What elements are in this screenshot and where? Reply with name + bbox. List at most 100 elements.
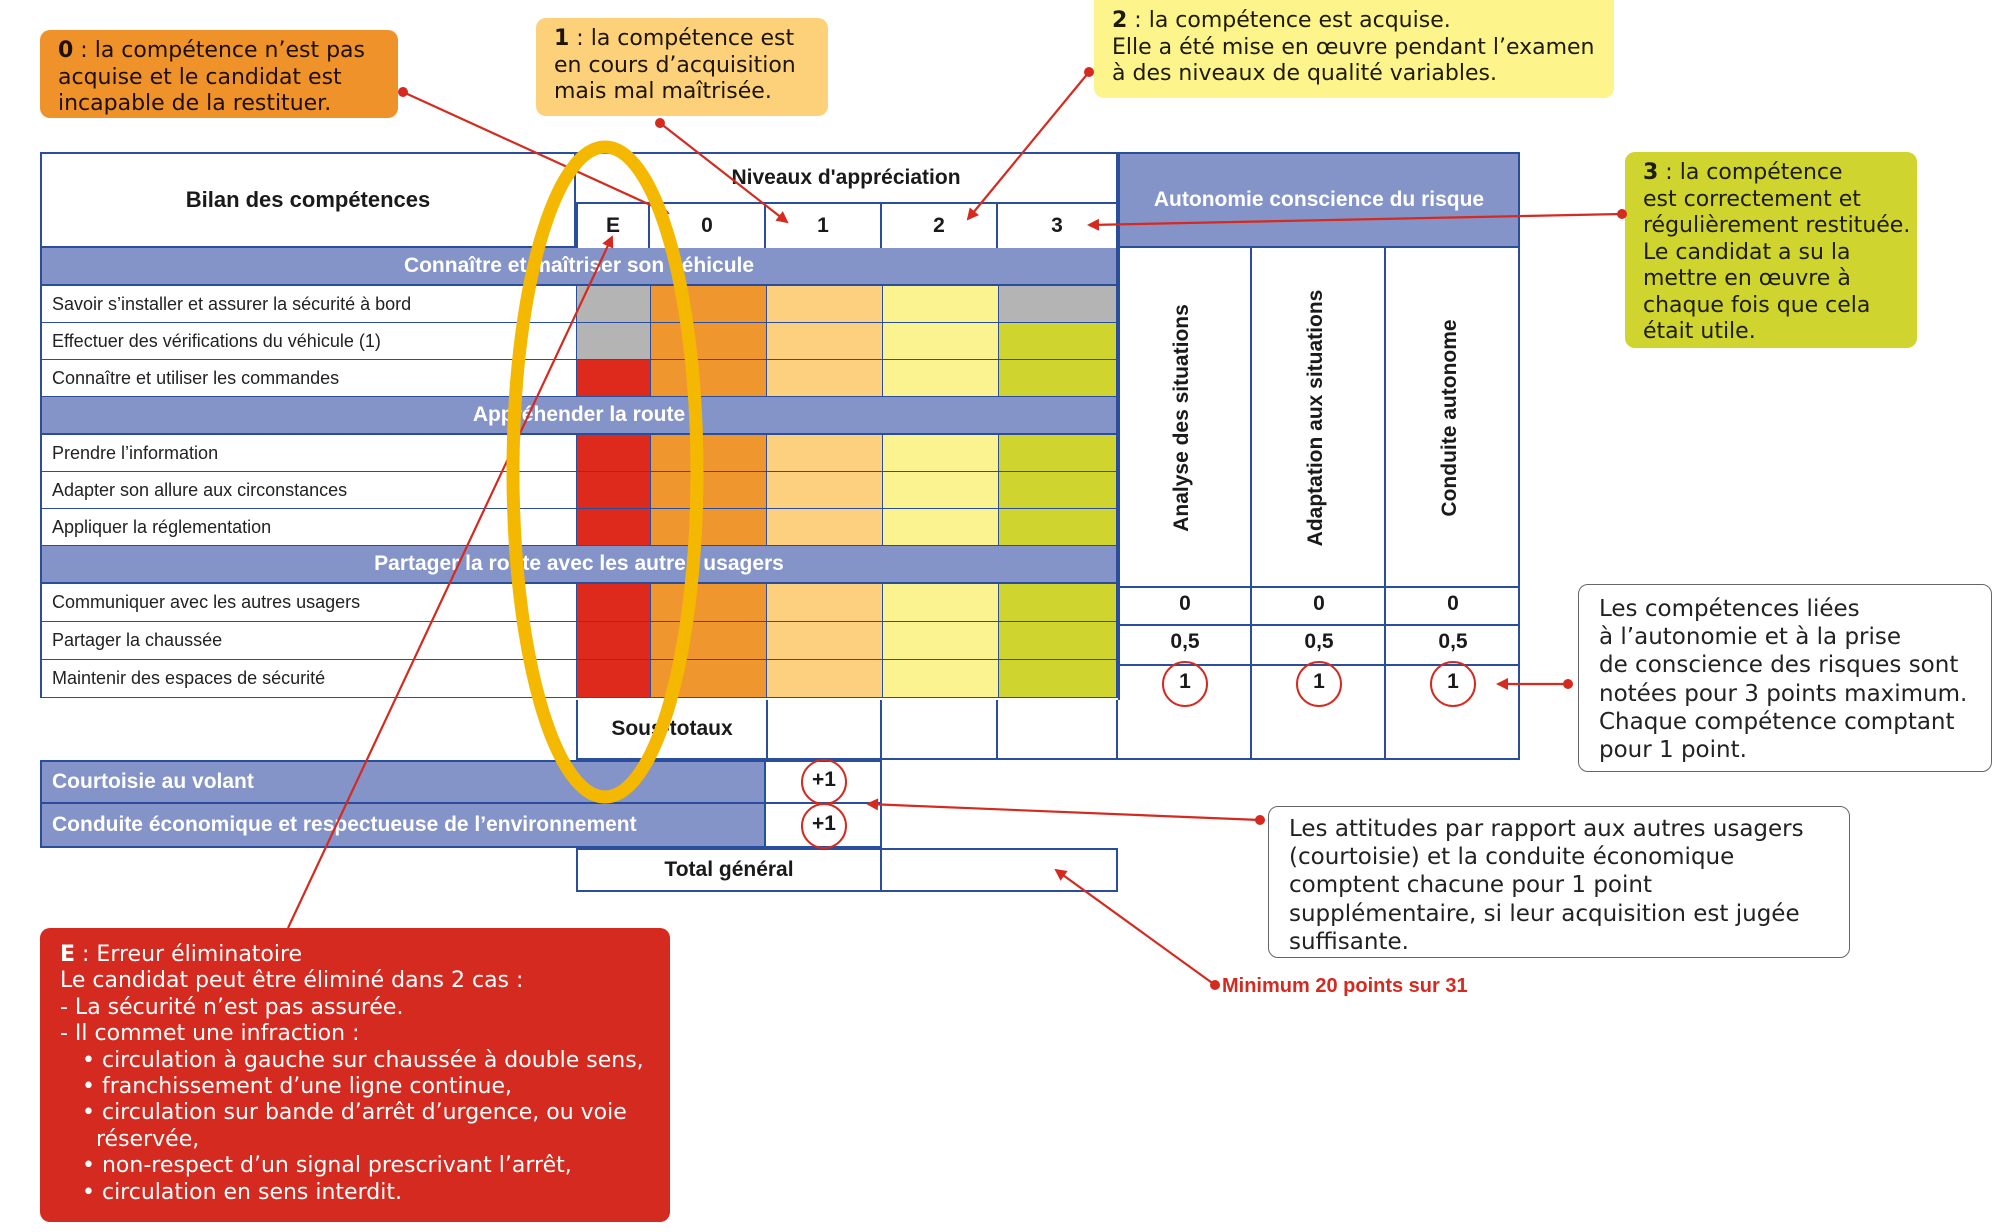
- callout-level-2-line-2: Elle a été mise en œuvre pendant l’exame…: [1112, 34, 1595, 60]
- autonomy-score-value: 0,5: [1170, 630, 1200, 653]
- competence-row-label: Connaître et utiliser les commandes: [40, 360, 576, 397]
- subtotal-cell-autonomy-3: [1386, 700, 1520, 760]
- callout-level-3: 3 : la compétence est correctement et ré…: [1625, 152, 1917, 348]
- autonomy-note-line-5: Chaque compétence comptant: [1599, 708, 1955, 735]
- section-header-3: Partager la route avec les autres usager…: [40, 546, 1118, 584]
- autonomy-note-line-3: de conscience des risques sont: [1599, 652, 1959, 679]
- callout-level-3-line-2: est correctement et: [1643, 186, 1861, 212]
- subtotal-cell-autonomy-1: [1118, 700, 1252, 760]
- section-header-2: Appréhender la route: [40, 397, 1118, 435]
- autonomy-score-cell: [1252, 586, 1386, 624]
- competence-row-label: Effectuer des vérifications du véhicule …: [40, 323, 576, 360]
- competence-row-label: Adapter son allure aux circonstances: [40, 472, 576, 509]
- autonomy-score-value: 0: [1179, 592, 1191, 615]
- callout-eliminatory-bullet-2: • franchissement d’une ligne continue,: [82, 1074, 513, 1100]
- autonomy-score-value: 1: [1179, 670, 1191, 693]
- level-cell-3: [998, 323, 1118, 360]
- bonus-value-eco-text: +1: [812, 812, 836, 835]
- section-header-1: Connaître et maîtriser son véhicule: [40, 248, 1118, 286]
- callout-level-3-line-3: régulièrement restituée.: [1643, 213, 1911, 238]
- callout-level-1-key: 1: [554, 26, 570, 51]
- autonomy-score-value: 0: [1447, 592, 1459, 615]
- callout-level-0-line-2: acquise et le candidat est: [58, 64, 342, 90]
- callout-eliminatory: E : Erreur éliminatoire Le candidat peut…: [40, 928, 670, 1222]
- level-cell-2: [882, 286, 998, 323]
- callout-level-0-line-1: : la compétence n’est pas: [73, 38, 365, 63]
- autonomy-note-line-1: Les compétences liées: [1599, 596, 1860, 622]
- bonus-note-line-2: (courtoisie) et la conduite économique: [1289, 844, 1735, 871]
- autonomy-score-value: 0,5: [1438, 630, 1468, 653]
- autonomy-col-analyse: [1118, 248, 1252, 586]
- competence-row-label: Prendre l’information: [40, 435, 576, 472]
- callout-level-3-line-6: chaque fois que cela: [1643, 292, 1871, 318]
- autonomy-score-cell: [1118, 624, 1252, 664]
- competence-row-label: Maintenir des espaces de sécurité: [40, 660, 576, 698]
- callout-eliminatory-bullet-3-cont: réservée,: [96, 1126, 200, 1152]
- autonomy-note-line-6: pour 1 point.: [1599, 737, 1747, 764]
- callout-level-1-line-2: en cours d’acquisition: [554, 52, 796, 78]
- subtotal-cell-1: [766, 700, 882, 760]
- callout-eliminatory-line-4: - Il commet une infraction :: [60, 1021, 360, 1047]
- minimum-note: Minimum 20 points sur 31: [1222, 975, 1468, 997]
- autonomy-col-adaptation: [1252, 248, 1386, 586]
- level-cell-1: [766, 622, 882, 660]
- subtotal-cell-autonomy-2: [1252, 700, 1386, 760]
- subtotal-label: Sous-totaux: [576, 700, 766, 760]
- bonus-row-eco: Conduite économique et respectueuse de l…: [40, 804, 766, 848]
- subtotal-cell-3: [998, 700, 1118, 760]
- level-cell-1: [766, 509, 882, 546]
- callout-level-3-key: 3: [1643, 160, 1659, 185]
- level-cell-e: [576, 286, 650, 323]
- callout-level-2-line-1: : la compétence est acquise.: [1127, 8, 1451, 33]
- bonus-note-line-3: comptent chacune pour 1 point: [1289, 872, 1652, 899]
- level-cell-e: [576, 660, 650, 698]
- level-cell-0: [650, 509, 766, 546]
- level-cell-2: [882, 435, 998, 472]
- level-cell-1: [766, 584, 882, 622]
- autonomy-score-value: 0,5: [1304, 630, 1334, 653]
- level-cell-0: [650, 584, 766, 622]
- level-cell-1: [766, 360, 882, 397]
- callout-eliminatory-line-3: - La sécurité n’est pas assurée.: [60, 994, 404, 1020]
- autonomy-score-cell: [1386, 624, 1520, 664]
- callout-level-3-line-7: était utile.: [1643, 319, 1756, 344]
- competence-row-label: Communiquer avec les autres usagers: [40, 584, 576, 622]
- level-cell-3: [998, 622, 1118, 660]
- callout-eliminatory-bullet-4: • non-respect d’un signal prescrivant l’…: [82, 1153, 572, 1179]
- autonomy-score-cell: [1118, 586, 1252, 624]
- autonomy-score-value: 0: [1313, 592, 1325, 615]
- subtotal-cell-2: [882, 700, 998, 760]
- bonus-note-line-5: suffisante.: [1289, 928, 1409, 955]
- autonomy-label-analyse: Analyse des situations: [1170, 304, 1193, 532]
- callout-eliminatory-bullet-3: • circulation sur bande d’arrêt d’urgenc…: [82, 1100, 627, 1126]
- level-cell-3: [998, 509, 1118, 546]
- level-label-3: 3: [998, 202, 1118, 248]
- table-title: Bilan des compétences: [40, 152, 576, 248]
- callout-level-1: 1 : la compétence est en cours d’acquisi…: [536, 18, 828, 116]
- autonomy-col-conduite: [1386, 248, 1520, 586]
- callout-level-2-key: 2: [1112, 8, 1128, 33]
- level-cell-2: [882, 472, 998, 509]
- level-cell-e: [576, 323, 650, 360]
- level-cell-1: [766, 435, 882, 472]
- bonus-note-line-4: supplémentaire, si leur acquisition est …: [1289, 900, 1800, 927]
- callout-level-0-line-3: incapable de la restituer.: [58, 91, 332, 116]
- callout-level-1-line-3: mais mal maîtrisée.: [554, 79, 772, 104]
- callout-level-1-line-1: : la compétence est: [569, 26, 795, 51]
- level-cell-1: [766, 323, 882, 360]
- competence-row-label: Partager la chaussée: [40, 622, 576, 660]
- callout-level-2: 2 : la compétence est acquise. Elle a ét…: [1094, 0, 1614, 98]
- level-cell-3: [998, 584, 1118, 622]
- level-cell-1: [766, 286, 882, 323]
- bonus-row-courtoisie: Courtoisie au volant: [40, 760, 766, 804]
- callout-bonus-note: Les attitudes par rapport aux autres usa…: [1268, 806, 1850, 958]
- level-cell-2: [882, 360, 998, 397]
- callout-eliminatory-line-2: Le candidat peut être éliminé dans 2 cas…: [60, 968, 524, 994]
- level-cell-0: [650, 323, 766, 360]
- callout-level-0: 0 : la compétence n’est pas acquise et l…: [40, 30, 398, 118]
- bonus-note-line-1: Les attitudes par rapport aux autres usa…: [1289, 816, 1804, 842]
- level-cell-e: [576, 622, 650, 660]
- level-cell-2: [882, 660, 998, 698]
- arrow-bonus-note: [866, 798, 1265, 825]
- level-cell-0: [650, 622, 766, 660]
